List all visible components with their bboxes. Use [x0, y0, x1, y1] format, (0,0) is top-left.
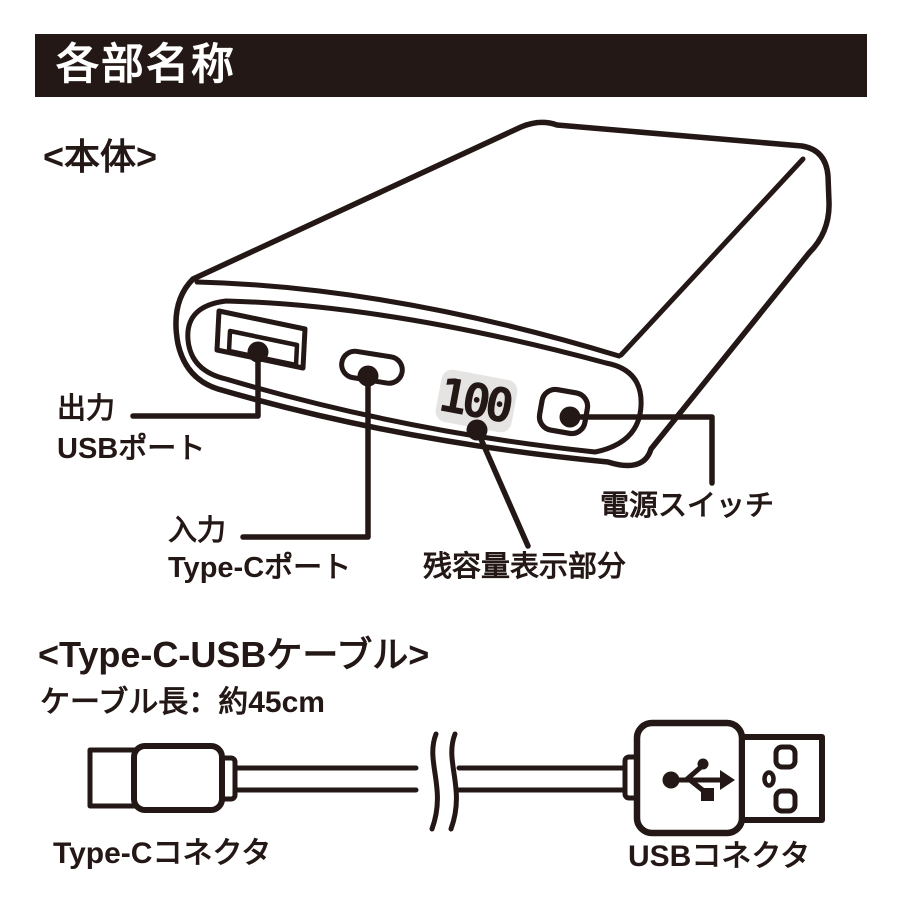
callout-line-display — [474, 427, 531, 549]
usb-plug-hole-top — [773, 744, 798, 770]
callout-label-display: 残容量表示部分 — [423, 551, 627, 583]
usb-plug-hole-bottom — [773, 788, 798, 814]
callout-dot-usb-output — [247, 341, 269, 363]
usb-plug-pin-hole — [762, 770, 776, 788]
callout-line-usb-output — [130, 349, 261, 419]
type-c-plug-body — [131, 743, 225, 813]
callout-dot-power-switch — [559, 406, 581, 428]
label-usb-connector: USBコネクタ — [628, 840, 811, 873]
cable-left-segment — [232, 765, 419, 793]
device-right-fold-line — [618, 156, 806, 358]
cable-right-segment — [456, 765, 630, 793]
callout-dot-type-c-input — [357, 365, 379, 387]
callout-label-power-switch: 電源スイッチ — [600, 490, 775, 522]
battery-display — [435, 369, 518, 433]
device-top-fold-line — [194, 279, 622, 359]
cable-break-mark — [429, 731, 459, 832]
section-heading-body: <本体> — [43, 136, 158, 177]
callout-label-usb-port: USBポート — [57, 433, 206, 465]
header-bar: 各部名称 — [35, 34, 867, 97]
power-bank-drawing: 100 — [173, 119, 832, 469]
callouts — [130, 341, 715, 549]
callout-line-power-switch — [567, 414, 715, 486]
label-type-c-connector: Type-Cコネクタ — [53, 837, 272, 870]
callout-dot-display — [466, 419, 488, 441]
callout-label-input: 入力 — [168, 515, 227, 547]
section-heading-cable: <Type-C-USBケーブル> — [38, 634, 430, 675]
callout-label-type-c-port: Type-Cポート — [168, 552, 352, 584]
cable-drawing — [87, 719, 825, 837]
type-c-plug-tip — [87, 747, 140, 809]
callout-label-output: 出力 — [57, 393, 116, 425]
cable-length-note: ケーブル長：約45cm — [40, 686, 325, 719]
callout-line-type-c-input — [240, 373, 371, 540]
page-title: 各部名称 — [56, 41, 236, 89]
usb-trident-icon — [662, 758, 735, 801]
